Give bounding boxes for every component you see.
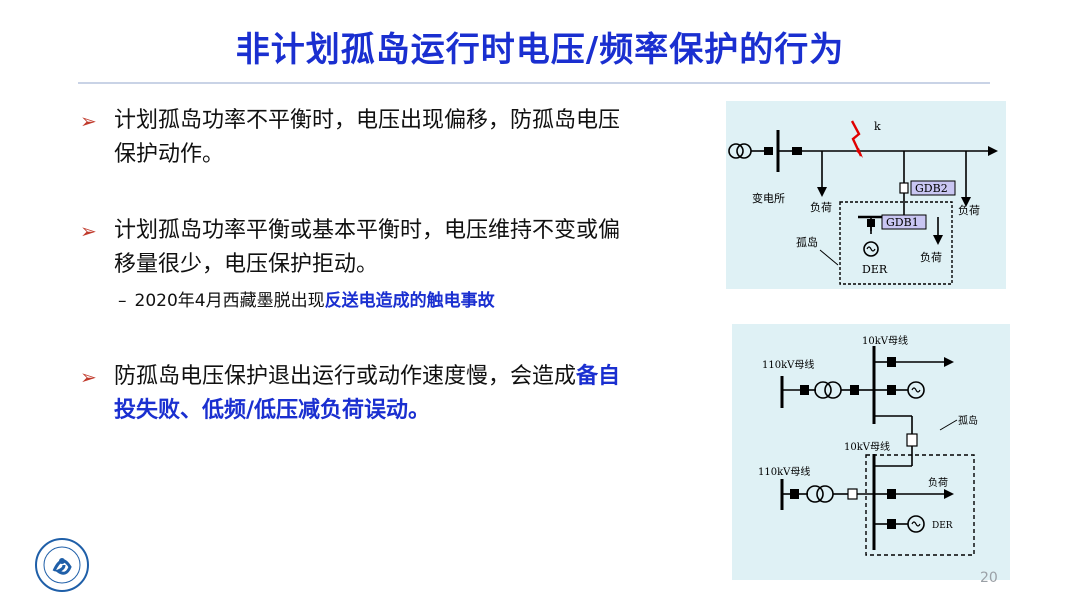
load-arrow-icon [961, 197, 971, 207]
breaker-icon [764, 147, 773, 155]
bus-label-top: 10kV母线 [862, 334, 908, 347]
arrow-bullet-icon: ➢ [80, 109, 97, 133]
hv-bus-label-top: 110kV母线 [762, 358, 814, 371]
bullet-2: ➢ 计划孤岛功率平衡或基本平衡时，电压维持不变或偏移量很少，电压保护拒动。 [80, 214, 640, 282]
sub-bullet-highlight: 反送电造成的触电事故 [324, 291, 495, 311]
gdb1-label: GDB1 [886, 216, 919, 229]
breaker-icon [800, 385, 809, 395]
island-diagram-1: k 变电所 负荷 负荷 负荷 GDB2 GDB1 孤岛 DER [726, 101, 1006, 289]
gdb2-box [910, 180, 956, 196]
load-label: 负荷 [928, 476, 948, 489]
transformer-coil-icon [736, 143, 752, 159]
substation-label: 变电所 [752, 191, 785, 205]
load-label-1: 负荷 [810, 200, 832, 214]
open-switch-icon [847, 488, 858, 500]
generator-icon [863, 241, 879, 257]
bullet-3-text: 防孤岛电压保护退出运行或动作速度慢，会造成 [114, 364, 577, 389]
breaker-icon [792, 147, 802, 155]
transformer-coil-icon [728, 143, 744, 159]
generator-icon [907, 515, 925, 533]
breaker-icon [887, 385, 896, 395]
der-label: DER [932, 521, 953, 531]
page-number: 20 [980, 570, 998, 586]
island-label: 孤岛 [958, 414, 978, 427]
bullet-2-text: 计划孤岛功率平衡或基本平衡时，电压维持不变或偏移量很少，电压保护拒动。 [114, 218, 621, 277]
breaker-icon [850, 385, 859, 395]
island-label: 孤岛 [796, 235, 818, 249]
load-arrow-icon [944, 357, 954, 367]
breaker-icon [790, 489, 799, 499]
breaker-icon [887, 357, 896, 367]
sub-bullet: –2020年4月西藏墨脱出现反送电造成的触电事故 [118, 286, 495, 311]
breaker-icon [887, 489, 896, 499]
load-label-3: 负荷 [920, 250, 942, 264]
bullet-3: ➢ 防孤岛电压保护退出运行或动作速度慢，会造成备自投失败、低频/低压减负荷误动。 [80, 360, 640, 428]
arrow-bullet-icon: ➢ [80, 219, 97, 243]
breaker-icon [887, 519, 896, 529]
fault-lightning-icon [850, 120, 863, 157]
transformer-coil-icon [806, 485, 824, 503]
page-title: 非计划孤岛运行时电压/频率保护的行为 [235, 30, 845, 70]
bullet-1: ➢ 计划孤岛功率不平衡时，电压出现偏移，防孤岛电压保护动作。 [80, 104, 640, 172]
gdb2-label: GDB2 [915, 182, 948, 195]
breaker-icon [867, 219, 875, 227]
gdb2-switch-icon [899, 182, 909, 194]
island-boundary [865, 454, 975, 556]
der-label: DER [862, 263, 888, 276]
bullet-3-highlight: 备自投失败、低频/低压减负荷误动。 [114, 364, 621, 423]
island-diagram-1-svg: k 变电所 负荷 负荷 负荷 GDB2 GDB1 孤岛 DER [728, 120, 998, 285]
fault-label: k [874, 120, 881, 133]
university-logo-icon [35, 538, 89, 592]
sub-bullet-text: 2020年4月西藏墨脱出现 [134, 291, 325, 311]
arrow-icon [988, 146, 998, 156]
load-arrow-icon [817, 187, 827, 197]
sub-bullet-dash: – [118, 291, 127, 311]
bullet-1-text: 计划孤岛功率不平衡时，电压出现偏移，防孤岛电压保护动作。 [114, 108, 621, 167]
transformer-coil-icon [814, 381, 832, 399]
island-diagram-2-svg: 10kV母线 110kV母线 孤岛 10kV母线 110kV母线 负荷 DER [758, 334, 978, 556]
tie-switch-icon [906, 433, 918, 447]
transformer-coil-icon [816, 485, 834, 503]
gdb1-box [881, 214, 927, 230]
island-boundary [839, 201, 953, 285]
generator-icon [907, 381, 925, 399]
arrow-bullet-icon: ➢ [80, 365, 97, 389]
bus-label-bottom: 10kV母线 [844, 440, 890, 453]
transformer-coil-icon [824, 381, 842, 399]
hv-bus-label-bottom: 110kV母线 [758, 465, 810, 478]
fault-arrowhead-icon [856, 148, 863, 158]
load-arrow-icon [944, 489, 954, 499]
title-divider [78, 82, 990, 84]
load-arrow-icon [933, 235, 943, 245]
load-label-2: 负荷 [958, 203, 980, 217]
island-diagram-2: 10kV母线 110kV母线 孤岛 10kV母线 110kV母线 负荷 DER [732, 324, 1010, 580]
